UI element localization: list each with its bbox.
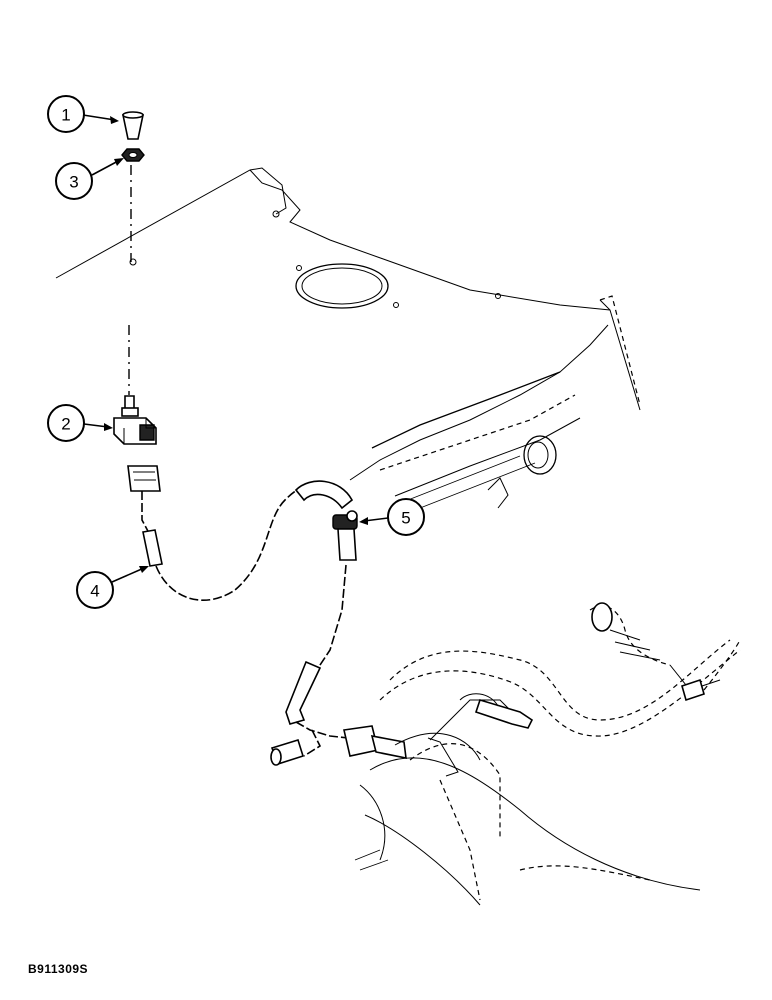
callout-3-circle [55, 162, 93, 200]
callout-1-label: 1 [61, 106, 70, 125]
callout-1-leader [82, 114, 116, 121]
callout-2: 2 [47, 404, 113, 442]
cap-part [122, 111, 144, 140]
callout-2-label: 2 [61, 415, 70, 434]
callout-4-label: 4 [90, 582, 99, 601]
harness-part [127, 465, 407, 766]
callout-2-circle [47, 404, 85, 442]
callout-5-label: 5 [401, 509, 410, 528]
figure-id: B911309S [28, 962, 89, 976]
callout-3: 3 [55, 158, 124, 200]
switch-part [113, 395, 157, 445]
callout-4: 4 [76, 566, 149, 609]
callout-3-leader [91, 159, 121, 176]
callout-4-leader [111, 567, 145, 583]
callout-5-circle [387, 498, 425, 536]
callout-1-circle [47, 95, 85, 133]
panel-housing [55, 167, 641, 511]
clamp-part [332, 510, 358, 561]
callout-3-label: 3 [69, 173, 78, 192]
nut-part [121, 148, 145, 162]
callout-5: 5 [359, 498, 425, 536]
callout-4-circle [76, 571, 114, 609]
background-assembly [354, 602, 741, 906]
callout-1: 1 [47, 95, 119, 133]
